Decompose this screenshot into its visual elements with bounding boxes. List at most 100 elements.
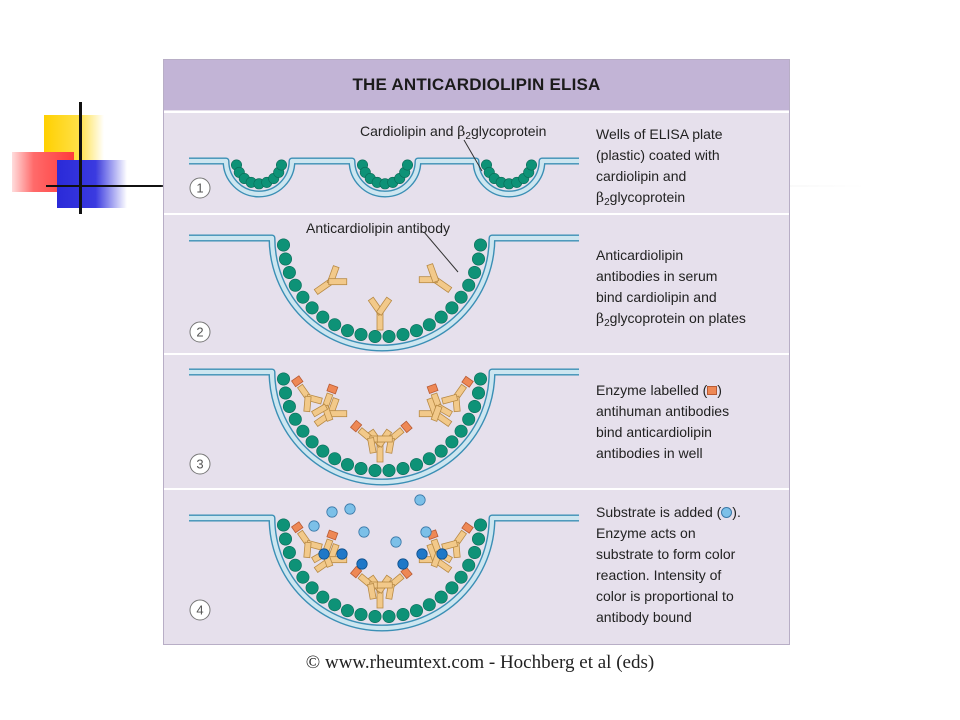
cardiolipin-bead [279,532,293,546]
well-coating [277,518,487,623]
plate-outline [189,514,579,632]
cardiolipin-bead [454,570,468,584]
substrate-swatch-icon [721,507,733,518]
cardiolipin-bead [354,607,368,621]
antibody-arm [367,437,377,454]
cardiolipin-bead [279,252,293,266]
description-line: antibody bound [596,609,692,625]
step-circle [189,453,211,475]
callout-text: glycoprotein [470,123,547,139]
beta-symbol: β [596,190,605,206]
step-number-badge: 3 [189,453,211,475]
cardiolipin-bead [288,558,302,572]
substrate-molecule [344,503,356,515]
decor-blue-square [57,160,127,208]
cardiolipin-bead [462,558,476,572]
cardiolipin-bead [454,424,468,438]
cardiolipin-bead [328,318,342,332]
cardiolipin-bead [468,266,482,280]
substrate-molecule [414,494,426,506]
well-coating [277,238,487,343]
step-number-badge: 2 [189,321,211,343]
step-number-badge: 4 [189,599,211,621]
cardiolipin-bead [341,324,355,338]
cardiolipin-bead [462,278,476,292]
step-2-description: Anticardiolipin antibodies in serum bind… [596,245,786,334]
well-coating [480,159,537,190]
cardiolipin-bead [341,604,355,618]
cardiolipin-bead [328,598,342,612]
description-line: antihuman antibodies [596,403,730,419]
colored-product [318,548,330,560]
antibody-arm [430,404,443,422]
description-text: glycoprotein on plates [609,310,746,326]
description-line: cardiolipin and [596,168,687,184]
cardiolipin-bead [473,518,487,532]
cardiolipin-bead [288,412,302,426]
description-text: Substrate is added ( [596,504,722,520]
description-line: antibodies in well [596,445,703,461]
beta-symbol: β [457,124,466,140]
colored-product [336,548,348,560]
cardiolipin-bead [396,461,410,475]
plate-step-4 [189,514,579,632]
description-line: bind cardiolipin and [596,289,717,305]
cardiolipin-bead [277,518,291,532]
cardiolipin-bead [368,329,382,343]
enzyme-label [326,529,339,541]
substrate-molecule [308,520,320,532]
step-number: 2 [196,325,203,340]
antibody-arm [303,541,312,559]
description-line: Enzyme acts on [596,525,696,541]
cardiolipin-bead [454,290,468,304]
description-line: β2glycoprotein on plates [596,308,786,334]
enzyme-label [461,521,474,534]
plate-surface [189,235,579,351]
plate-step-1 [189,157,579,198]
enzyme-label [291,521,304,534]
description-line: Enzyme labelled () [596,380,786,401]
cardiolipin-bead [422,598,436,612]
cardiolipin-bead [276,159,288,171]
step-number-badge: 1 [189,177,211,199]
description-text: ). [732,504,741,520]
cardiolipin-bead [473,238,487,252]
description-text: glycoprotein [609,189,686,205]
description-line: β2glycoprotein [596,187,786,213]
enzyme-labelled-antibody [441,375,474,413]
description-line: reaction. Intensity of [596,567,722,583]
antibody-arm [328,278,348,286]
copyright-caption: © www.rheumtext.com - Hochberg et al (ed… [305,652,655,673]
anticardiolipin-antibody [313,265,348,296]
subscript: 2 [465,131,471,142]
cardiolipin-bead [305,435,319,449]
cardiolipin-bead [473,372,487,386]
enzyme-labelled-antibody [376,566,413,600]
antibody-arm [311,403,329,418]
description-line: (plastic) coated with [596,147,720,163]
cardiolipin-bead [382,329,396,343]
enzyme-labelled-antibody [376,420,413,454]
description-line: substrate to form color [596,546,736,562]
plate-surface [189,515,579,631]
cardiolipin-bead [422,318,436,332]
plate-surface [189,158,579,197]
enzyme-swatch-icon [707,386,718,395]
cardiolipin-bead [434,590,448,604]
cardiolipin-bead [434,310,448,324]
substrate-molecule [358,526,370,538]
cardiolipin-bead [288,278,302,292]
enzyme-labelled-antibody [441,521,474,559]
antibody-arm [303,395,312,413]
cardiolipin-bead [382,609,396,623]
enzyme-label [349,419,363,433]
step-circle [189,321,211,343]
step-circle [189,177,211,199]
cardiolipin-bead [305,301,319,315]
enzyme-labelled-antibody [311,383,339,422]
cardiolipin-bead [368,609,382,623]
colored-product [356,558,368,570]
cardiolipin-bead [282,266,296,280]
cardiolipin-bead [354,327,368,341]
plate-step-2 [189,234,579,352]
